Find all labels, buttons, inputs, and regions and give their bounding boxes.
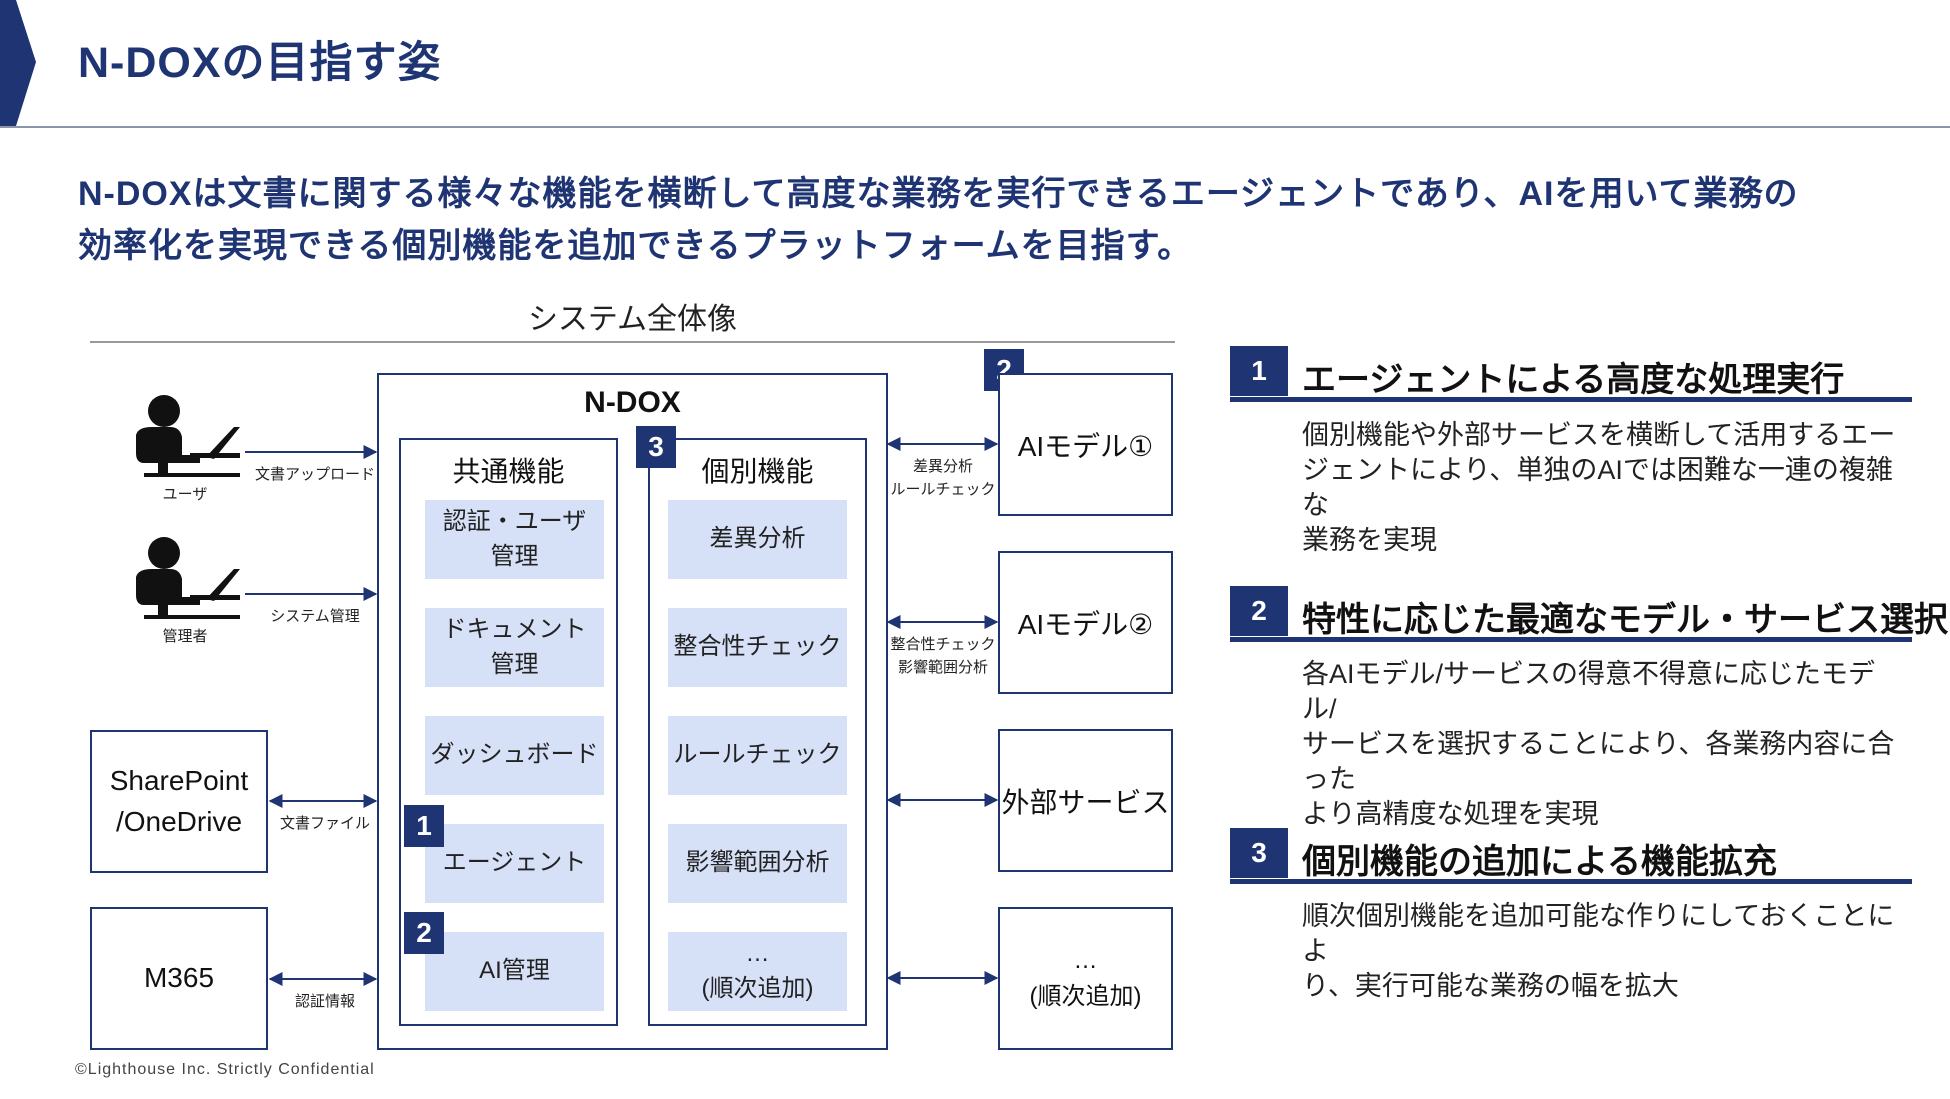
arrow-label-ai1: 差異分析 ルールチェック bbox=[890, 458, 996, 499]
individual-item-more: … (順次追加) bbox=[668, 932, 847, 1011]
panel-3-text: 順次個別機能を追加可能な作りにしておくことによ り、実行可能な業務の幅を拡大 bbox=[1302, 901, 1895, 1002]
page-title: N-DOXの目指す姿 bbox=[78, 39, 442, 87]
individual-item-diff: 差異分析 bbox=[668, 500, 847, 579]
admin-label: 管理者 bbox=[162, 628, 208, 645]
ai-model-2-box: AIモデル② bbox=[998, 551, 1173, 694]
m365-box: M365 bbox=[90, 907, 268, 1050]
common-functions-label: 共通機能 bbox=[452, 456, 565, 487]
panel-2-title: 特性に応じた最適なモデル・サービス選択 bbox=[1302, 601, 1948, 639]
panel-2-text: 各AIモデル/サービスの得意不得意に応じたモデル/ サービスを選択することにより… bbox=[1302, 659, 1895, 830]
arrow-label-ai2: 整合性チェック 影響範囲分析 bbox=[890, 636, 996, 677]
ai-model-1-box: AIモデル① bbox=[998, 373, 1173, 516]
panel-3-rule bbox=[1230, 879, 1912, 884]
diagram-title: システム全体像 bbox=[527, 303, 738, 336]
more-services-box: … (順次追加) bbox=[998, 907, 1173, 1050]
lead-line-1: N-DOXは文書に関する様々な機能を横断して高度な業務を実行できるエージェントで… bbox=[78, 175, 1799, 213]
admin-at-computer-icon bbox=[136, 537, 240, 619]
panel-3-title: 個別機能の追加による機能拡充 bbox=[1302, 843, 1777, 881]
panel-2-badge: 2 bbox=[1230, 586, 1288, 636]
header-chevron-mark bbox=[0, 0, 36, 126]
arrow-label-auth: 認証情報 bbox=[294, 993, 355, 1010]
panel-1-title: エージェントによる高度な処理実行 bbox=[1302, 361, 1845, 399]
arrow-label-system-admin: システム管理 bbox=[270, 608, 360, 625]
arrow-label-upload: 文書アップロード bbox=[255, 466, 376, 483]
external-service-box: 外部サービス bbox=[998, 729, 1173, 872]
common-item-auth-user: 認証・ユーザ 管理 bbox=[425, 500, 604, 579]
panel-1-badge: 1 bbox=[1230, 346, 1288, 396]
header-divider bbox=[0, 126, 1950, 128]
individual-functions-label: 個別機能 bbox=[701, 456, 814, 487]
panel-1-rule bbox=[1230, 397, 1912, 402]
sharepoint-box: SharePoint /OneDrive bbox=[90, 730, 268, 873]
common-item-dashboard: ダッシュボード bbox=[425, 716, 604, 795]
user-label: ユーザ bbox=[162, 486, 208, 503]
individual-item-rule-check: ルールチェック bbox=[668, 716, 847, 795]
arrow-label-file: 文書ファイル bbox=[279, 815, 370, 832]
badge-3-individual: 3 bbox=[636, 426, 676, 468]
diagram-title-divider bbox=[90, 341, 1175, 343]
user-at-computer-icon bbox=[136, 395, 240, 477]
common-item-document: ドキュメント 管理 bbox=[425, 608, 604, 687]
panel-1-text: 個別機能や外部サービスを横断して活用するエー ジェントにより、単独のAIでは困難… bbox=[1302, 420, 1896, 556]
badge-1-agent: 1 bbox=[404, 805, 444, 847]
common-item-ai-management: AI管理 bbox=[425, 932, 604, 1011]
footer-copyright: ©Lighthouse Inc. Strictly Confidential bbox=[75, 1061, 375, 1078]
panel-2-rule bbox=[1230, 637, 1912, 642]
badge-2-ai-management: 2 bbox=[404, 912, 444, 954]
common-item-agent: エージェント bbox=[425, 824, 604, 903]
ndox-core-title: N-DOX bbox=[584, 386, 681, 419]
panel-3-badge: 3 bbox=[1230, 828, 1288, 878]
individual-item-impact: 影響範囲分析 bbox=[668, 824, 847, 903]
individual-item-consistency: 整合性チェック bbox=[668, 608, 847, 687]
lead-line-2: 効率化を実現できる個別機能を追加できるプラットフォームを目指す。 bbox=[78, 227, 1193, 265]
